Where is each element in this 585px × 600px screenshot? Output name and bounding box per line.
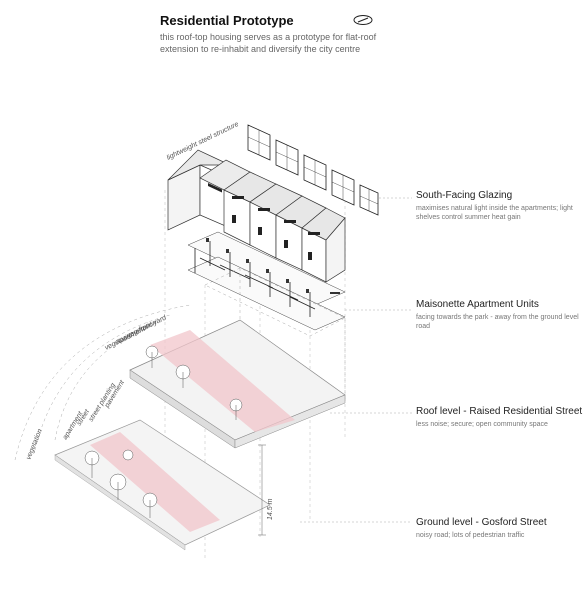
- callout-glazing: South-Facing Glazing maximises natural l…: [416, 190, 585, 222]
- leader-lines: [300, 197, 412, 523]
- height-label: 14.5 m: [267, 498, 274, 520]
- page-title: Residential Prototype: [160, 13, 294, 28]
- housing-blocks: [167, 149, 346, 283]
- solar-panels: [247, 124, 379, 216]
- callout-ground-desc: noisy road; lots of pedestrian traffic: [416, 532, 525, 539]
- ground-vegetation-label: vegetation: [25, 428, 44, 461]
- callout-roof-title: Roof level - Raised Residential Street: [416, 406, 583, 417]
- vegetation-arcs: [14, 304, 191, 461]
- ground-trees: [84, 449, 158, 518]
- callout-maisonette-title: Maisonette Apartment Units: [416, 299, 539, 310]
- callout-roof-level: Roof level - Raised Residential Street l…: [416, 406, 585, 429]
- roof-trees: [145, 345, 243, 420]
- height-dimension: [258, 444, 266, 536]
- callout-roof-desc: less noise; secure; open community space: [416, 421, 548, 428]
- callout-maisonette-desc: facing towards the park - away from the …: [416, 314, 579, 330]
- north-arrow-icon: [353, 15, 373, 25]
- callout-glazing-title: South-Facing Glazing: [416, 190, 513, 201]
- callout-ground-title: Ground level - Gosford Street: [416, 517, 547, 528]
- roof-slab: [129, 319, 346, 449]
- callout-ground-level: Ground level - Gosford Street noisy road…: [416, 517, 585, 540]
- maisonette-plan: [187, 231, 346, 331]
- ground-slab: [54, 419, 271, 551]
- callout-glazing-desc: maximises natural light inside the apart…: [416, 205, 573, 221]
- callout-maisonette: Maisonette Apartment Units facing toward…: [416, 299, 585, 331]
- page-subtitle: this roof-top housing serves as a protot…: [160, 32, 377, 54]
